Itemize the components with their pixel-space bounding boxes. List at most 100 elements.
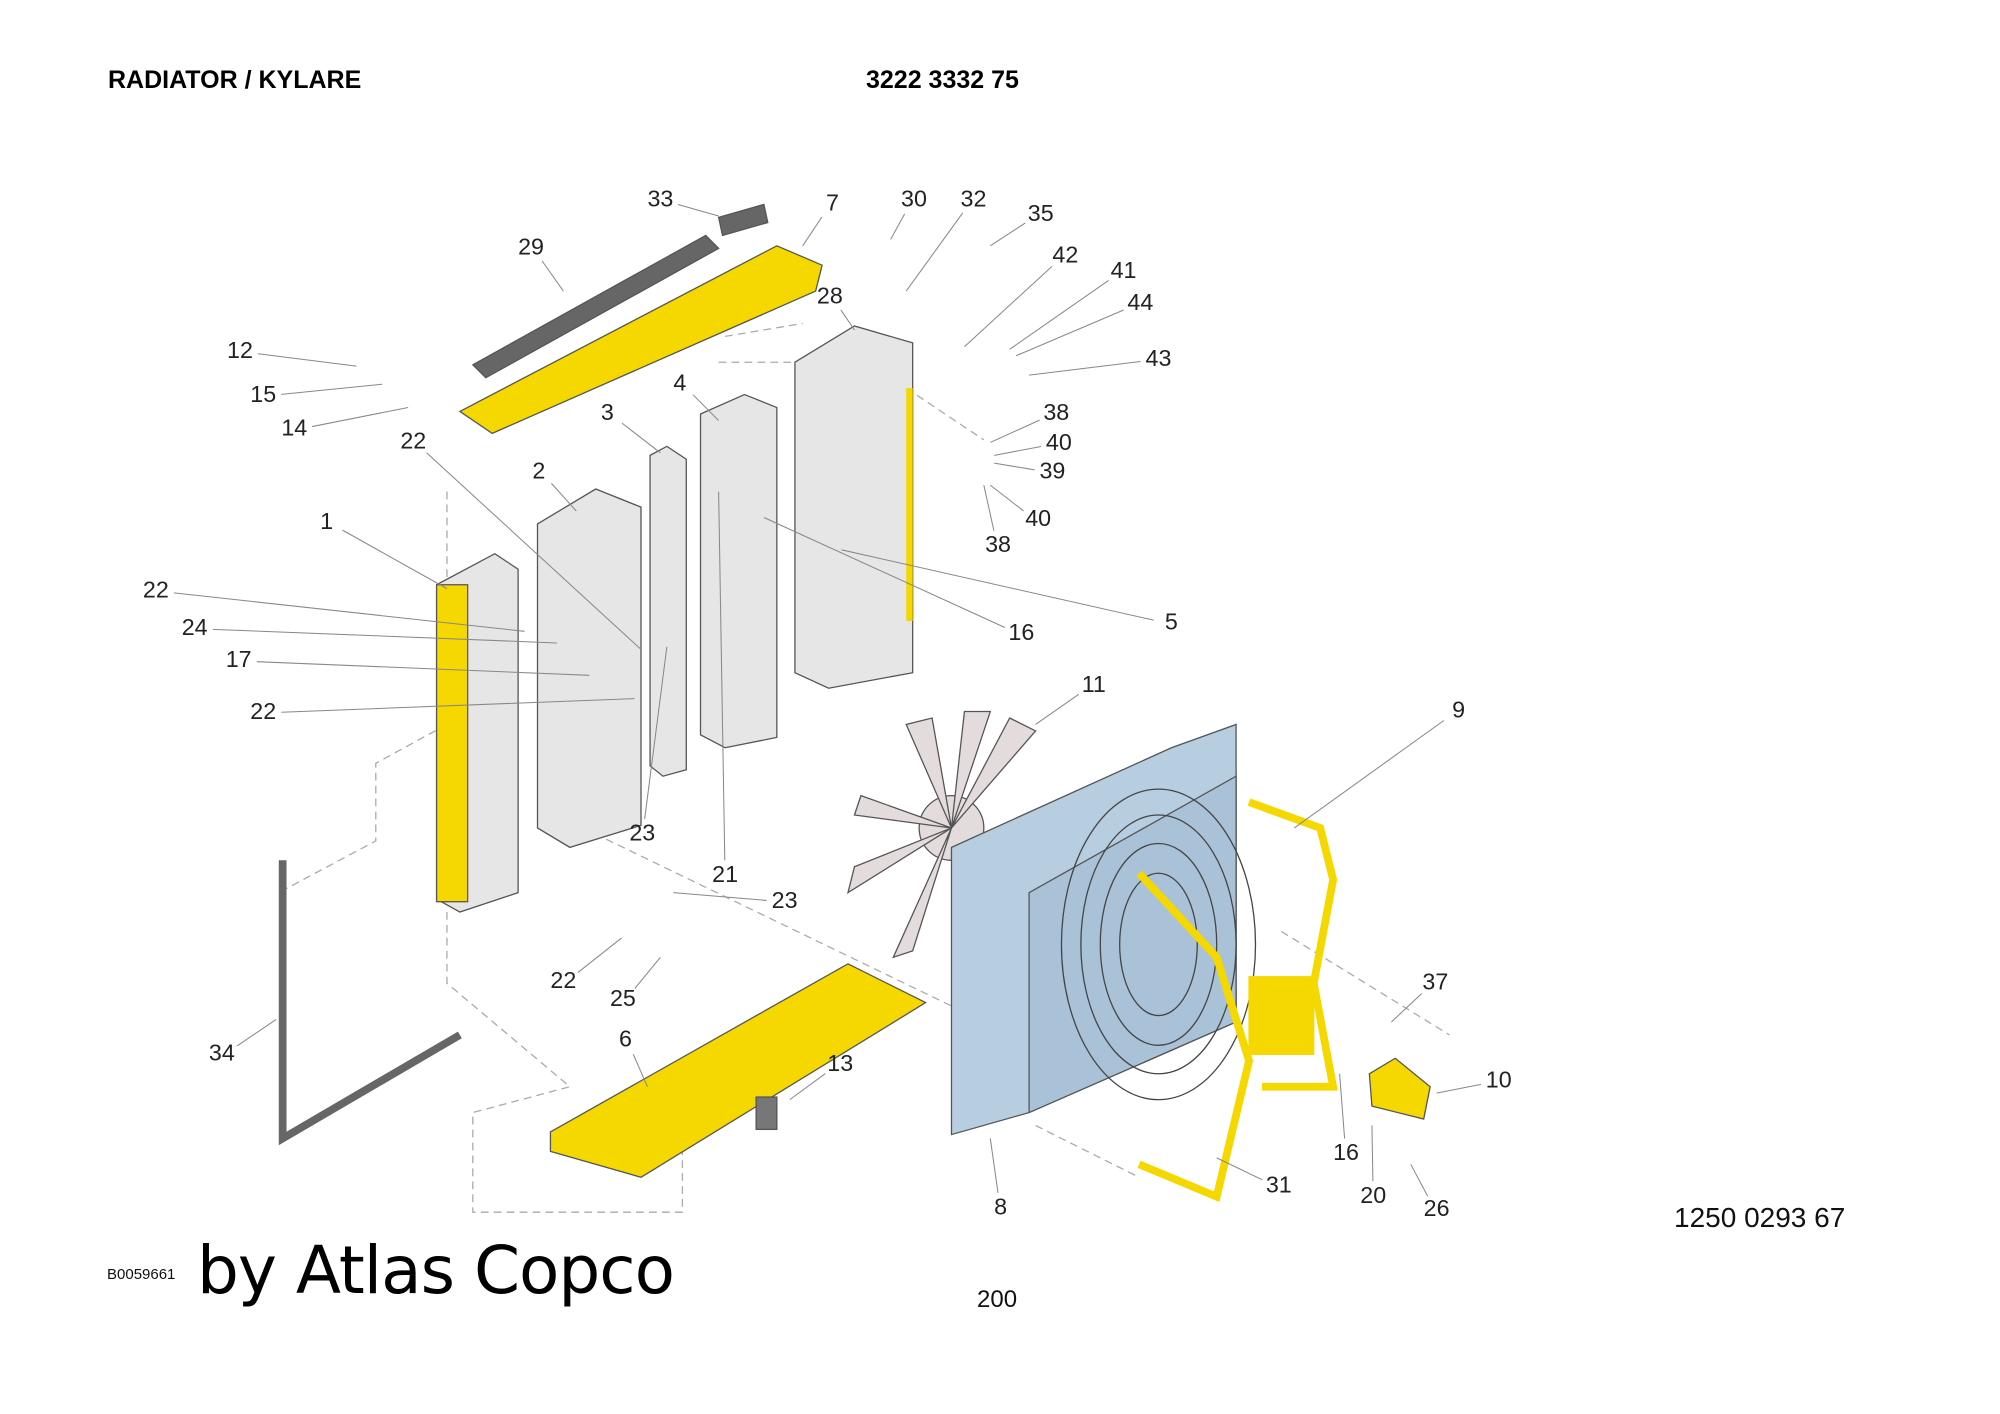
callout-44: 44 — [1127, 289, 1153, 315]
callout-22: 22 — [143, 576, 169, 602]
radiator-1 — [435, 552, 519, 913]
brand-label: by Atlas Copco — [197, 1232, 675, 1309]
leader-line — [311, 407, 409, 428]
callout-10: 10 — [1486, 1067, 1512, 1093]
leader-line — [634, 956, 661, 989]
leader-line — [632, 1053, 648, 1087]
rubber-strip-29 — [471, 234, 720, 379]
leader-line — [621, 422, 661, 454]
part-number: 3222 3332 75 — [866, 66, 1019, 94]
leader-line — [1035, 693, 1080, 725]
drawing-number: B0059661 — [107, 1266, 176, 1283]
callout-11: 11 — [1082, 671, 1106, 697]
leader-line — [994, 445, 1042, 456]
rubber-strip-34 — [278, 860, 462, 1146]
callout-7: 7 — [826, 190, 839, 216]
leader-line — [1339, 1073, 1346, 1139]
callout-13: 13 — [827, 1050, 853, 1076]
callout-31: 31 — [1266, 1171, 1292, 1197]
leader-line — [541, 260, 564, 292]
callout-15: 15 — [250, 381, 276, 407]
leader-line — [718, 491, 726, 861]
page-number: 200 — [977, 1286, 1018, 1313]
leader-line — [1371, 1125, 1374, 1182]
callout-3: 3 — [601, 399, 614, 425]
callout-24: 24 — [182, 614, 208, 640]
leader-line — [281, 383, 383, 395]
fan-shroud-8 — [950, 723, 1237, 1136]
callout-17: 17 — [226, 646, 252, 672]
fan-frame-9 — [1136, 798, 1338, 1202]
leader-line — [983, 485, 995, 531]
leader-line — [257, 353, 357, 367]
rubber-block-33 — [717, 203, 769, 237]
leader-line — [236, 1018, 277, 1047]
callout-9: 9 — [1452, 697, 1465, 723]
callout-16: 16 — [1008, 619, 1034, 645]
callout-20: 20 — [1360, 1182, 1386, 1208]
callout-22: 22 — [550, 967, 576, 993]
leader-line — [990, 419, 1040, 443]
callout-29: 29 — [518, 234, 544, 260]
callout-5: 5 — [1165, 609, 1178, 635]
callout-40: 40 — [1046, 429, 1072, 455]
fan-guard — [1060, 788, 1257, 1101]
callout-38: 38 — [1043, 399, 1069, 425]
leader-line — [789, 1073, 826, 1101]
leader-line — [841, 549, 1154, 621]
radiator-2 — [536, 488, 642, 849]
callout-6: 6 — [619, 1025, 632, 1051]
top-bracket-7 — [458, 245, 823, 435]
leader-line — [1029, 360, 1141, 376]
leader-line — [840, 309, 855, 331]
leader-line — [1390, 993, 1423, 1023]
callout-42: 42 — [1052, 241, 1078, 267]
leader-line — [281, 698, 635, 713]
radiator-4 — [699, 393, 778, 749]
callout-2: 2 — [532, 457, 545, 483]
leader-line — [1436, 1083, 1482, 1094]
radiator-5 — [794, 325, 914, 689]
leader-line — [890, 213, 906, 240]
callout-40: 40 — [1025, 505, 1051, 531]
leader-line — [989, 484, 1024, 512]
callout-35: 35 — [1028, 200, 1054, 226]
diagram-title: RADIATOR / KYLARE — [108, 66, 362, 94]
callout-43: 43 — [1146, 345, 1172, 371]
leader-line — [1294, 720, 1445, 829]
leader-line — [342, 529, 448, 590]
callout-25: 25 — [610, 985, 636, 1011]
pump-10 — [1368, 1057, 1431, 1120]
leader-line — [644, 646, 668, 820]
leader-line — [763, 517, 1006, 628]
bottom-bracket-6 — [549, 963, 927, 1178]
leader-line — [173, 592, 525, 632]
callout-22: 22 — [400, 428, 426, 454]
leader-line — [677, 204, 719, 217]
reference-number: 1250 0293 67 — [1674, 1202, 1846, 1233]
leader-line — [673, 892, 767, 901]
leader-line — [1216, 1157, 1263, 1181]
callout-34: 34 — [209, 1040, 235, 1066]
leader-line — [577, 937, 622, 973]
callout-4: 4 — [673, 369, 686, 395]
callout-33: 33 — [647, 186, 673, 212]
leader-line — [1015, 309, 1124, 357]
leader-line — [990, 222, 1026, 247]
callout-30: 30 — [901, 186, 927, 212]
callout-22: 22 — [250, 698, 276, 724]
leader-line — [1009, 279, 1109, 350]
leader-line — [964, 266, 1053, 348]
leader-line — [426, 452, 642, 650]
callout-26: 26 — [1424, 1195, 1450, 1221]
callout-16: 16 — [1333, 1139, 1359, 1165]
leader-line — [212, 628, 557, 644]
callout-37: 37 — [1422, 968, 1448, 994]
callout-14: 14 — [281, 415, 307, 441]
leader-line — [994, 462, 1035, 471]
leader-line — [802, 216, 823, 247]
leader-line — [905, 212, 964, 292]
leader-line — [1410, 1164, 1429, 1197]
callout-28: 28 — [817, 283, 843, 309]
